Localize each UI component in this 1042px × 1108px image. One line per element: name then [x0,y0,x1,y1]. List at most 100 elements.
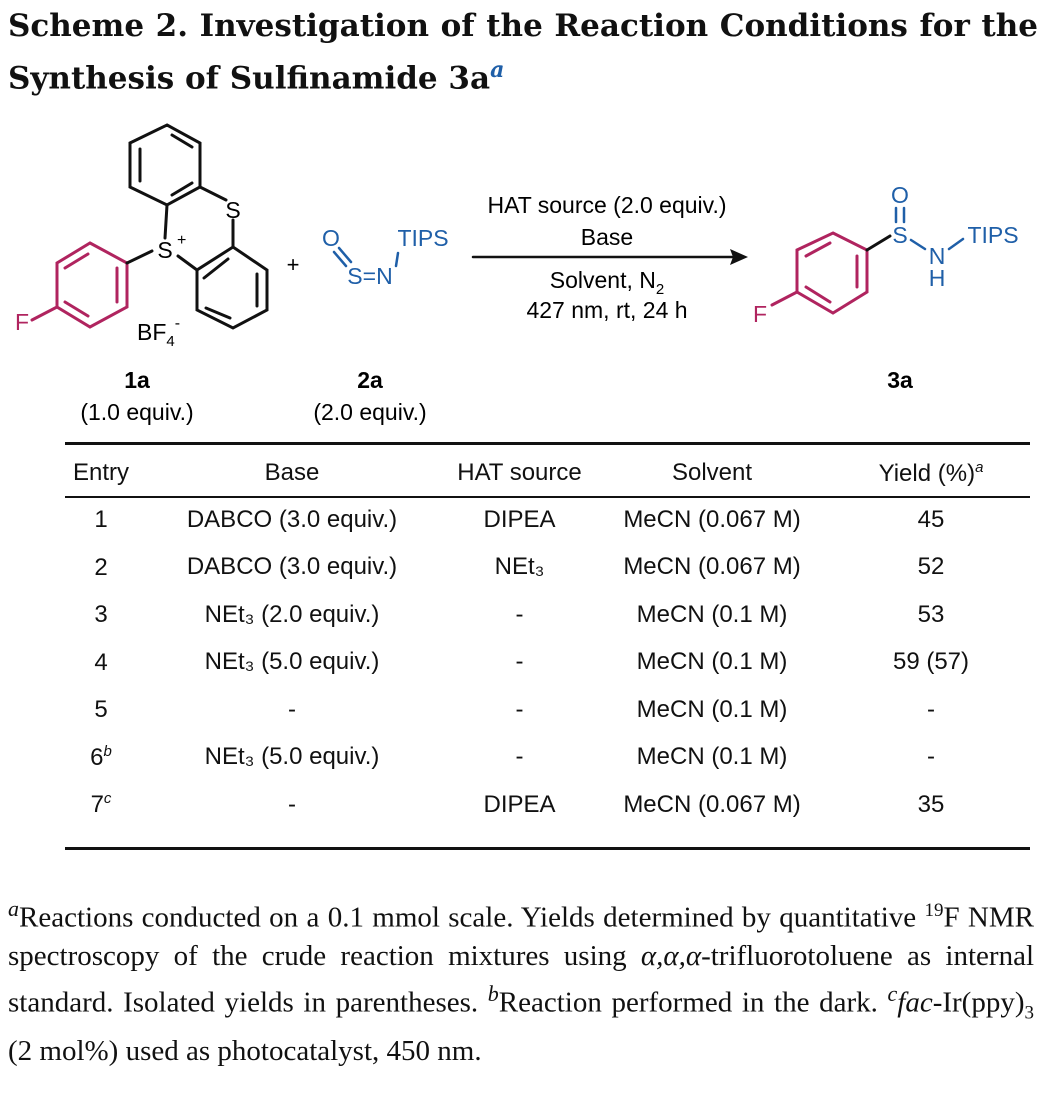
sulfinylamine-group: S=N [347,263,392,289]
equiv-1a: (1.0 equiv.) [80,399,193,425]
cell-hat-source: - [515,648,524,676]
cell-entry: 1 [94,506,108,534]
footnote-mark-b: b [487,980,499,1006]
table-bottom-rule [65,847,1030,850]
product-fluorophenyl-ring [770,231,869,315]
table-row: 6b NEt₃ (5.0 equiv.) - MeCN (0.1 M) - [65,734,1030,782]
condition-solvent: Solvent, N2 [550,267,664,298]
footnote-b-text: Reaction performed in the dark. [498,986,888,1019]
table-row: 5 - - MeCN (0.1 M) - [65,686,1030,734]
product-tips-group: TIPS [967,222,1018,248]
cell-hat-source: - [515,600,524,628]
cell-yield: - [927,695,935,723]
product-hydrogen-atom: H [929,265,946,291]
reaction-scheme: S S + F BF4- 1a (1.0 equiv.) + O S=N TIP… [15,123,1019,425]
fluorophenyl-ring [30,241,129,329]
cell-solvent: MeCN (0.067 M) [623,790,801,818]
cell-yield: 52 [917,553,945,581]
table-header-rule [65,496,1030,498]
cell-yield: - [927,743,935,771]
oxygen-atom: O [322,225,340,251]
plus-sign: + [287,252,300,277]
benzene-ring-top [128,123,228,240]
reagent-bonds [332,246,400,268]
conditions-table: Entry Base HAT source Solvent Yield (%)a… [65,450,1030,829]
positive-charge: + [177,232,186,249]
cell-solvent: MeCN (0.1 M) [636,600,788,628]
footnote-mark-c: c [887,980,898,1006]
cell-hat-source: DIPEA [483,505,556,533]
compound-label-1a: 1a [124,367,150,393]
cell-hat-source: - [515,743,524,771]
cell-hat-source: - [515,695,524,723]
footnote-a-text-3: -trifluorotoluene as internal standard. … [8,939,1034,1019]
cell-solvent: MeCN (0.067 M) [623,505,801,533]
product-bonds [894,206,965,251]
cell-solvent: MeCN (0.1 M) [636,695,788,723]
table-header-row: Entry Base HAT source Solvent Yield (%)a [65,450,1030,496]
reaction-arrow [471,249,748,265]
header-solvent: Solvent [671,459,753,486]
cell-base: DABCO (3.0 equiv.) [186,553,398,581]
table-row: 3 NEt₃ (2.0 equiv.) - MeCN (0.1 M) 53 [65,591,1030,639]
table-row: 2 DABCO (3.0 equiv.) NEt₃ MeCN (0.067 M) 52 [65,544,1030,592]
cell-base: DABCO (3.0 equiv.) [186,505,398,533]
counterion: BF4- [137,315,180,350]
equiv-2a: (2.0 equiv.) [313,399,426,425]
cell-yield: 35 [917,790,945,818]
cell-entry: 7c [90,790,112,819]
table-footnotes: aReactions conducted on a 0.1 mmol scale… [8,890,1034,1070]
title-footnote-mark: a [490,57,505,83]
footnote-mark-a: a [8,896,19,921]
cell-yield: 45 [917,505,945,533]
cell-entry: 4 [94,648,108,676]
cell-yield: 53 [917,600,945,628]
footnote-c-sub: 3 [1024,1002,1035,1024]
cell-entry: 6b [90,742,112,771]
header-base: Base [264,459,320,486]
cell-entry: 5 [94,696,108,724]
product-fluorine-atom: F [753,301,767,327]
sulfur-atom: S [225,197,240,223]
cell-solvent: MeCN (0.1 M) [636,648,788,676]
title-text: Scheme 2. Investigation of the Reaction … [8,8,1038,97]
cell-base: NEt₃ (2.0 equiv.) [204,600,380,628]
product-nitrogen-atom: N [929,243,946,269]
cell-solvent: MeCN (0.067 M) [623,553,801,581]
table-row: 7c - DIPEA MeCN (0.067 M) 35 [65,781,1030,829]
benzene-ring-bottom [176,218,269,330]
header-yield: Yield (%)a [878,458,984,487]
compound-label-2a: 2a [357,367,383,393]
table-row: 1 DABCO (3.0 equiv.) DIPEA MeCN (0.067 M) 45 [65,496,1030,544]
condition-base: Base [581,224,633,250]
cell-base: NEt₃ (5.0 equiv.) [204,648,380,676]
isotope-superscript: 19 [924,900,944,921]
cell-base: NEt₃ (5.0 equiv.) [204,743,380,771]
footnote-c-text: -Ir(ppy) [932,986,1025,1019]
cell-entry: 2 [94,553,108,581]
cell-hat-source: DIPEA [483,790,556,818]
cell-base: - [288,790,296,818]
cell-solvent: MeCN (0.1 M) [636,743,788,771]
product-sulfur-atom: S [892,222,907,248]
product-oxygen-atom: O [891,182,909,208]
footnote-a-text-2: F NMR spectroscopy of the crude reaction… [8,901,1034,972]
tips-group: TIPS [397,225,448,251]
cell-hat-source: NEt₃ [494,553,545,581]
sulfonium-atom: S [157,237,172,263]
condition-light-time: 427 nm, rt, 24 h [526,297,687,323]
scheme-title: Scheme 2. Investigation of the Reaction … [8,4,1038,100]
footnote-c-text-2: (2 mol%) used as photocatalyst, 450 nm. [8,1035,482,1068]
condition-hat-source: HAT source (2.0 equiv.) [487,192,726,218]
compound-label-3a: 3a [887,367,913,393]
footnote-c-italic: fac [897,986,933,1019]
footnote-a-text: Reactions conducted on a 0.1 mmol scale.… [19,901,925,934]
header-entry: Entry [72,459,129,486]
cell-base: - [288,695,296,723]
table-top-rule [65,442,1030,445]
fluorine-atom: F [15,309,29,335]
cell-entry: 3 [94,601,108,629]
footnote-a-italic: α,α,α [640,939,702,972]
